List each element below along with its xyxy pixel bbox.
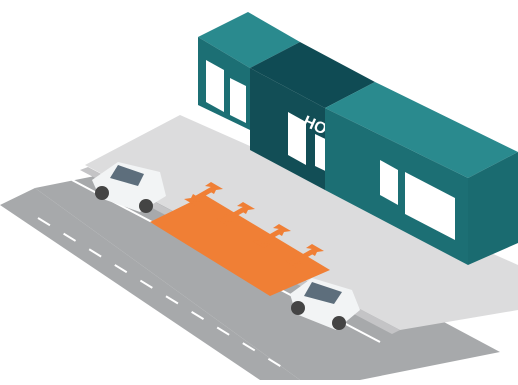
car-wheel <box>139 199 153 213</box>
car-wheel <box>332 316 346 330</box>
car-wheel <box>95 186 109 200</box>
car-wheel <box>291 301 305 315</box>
